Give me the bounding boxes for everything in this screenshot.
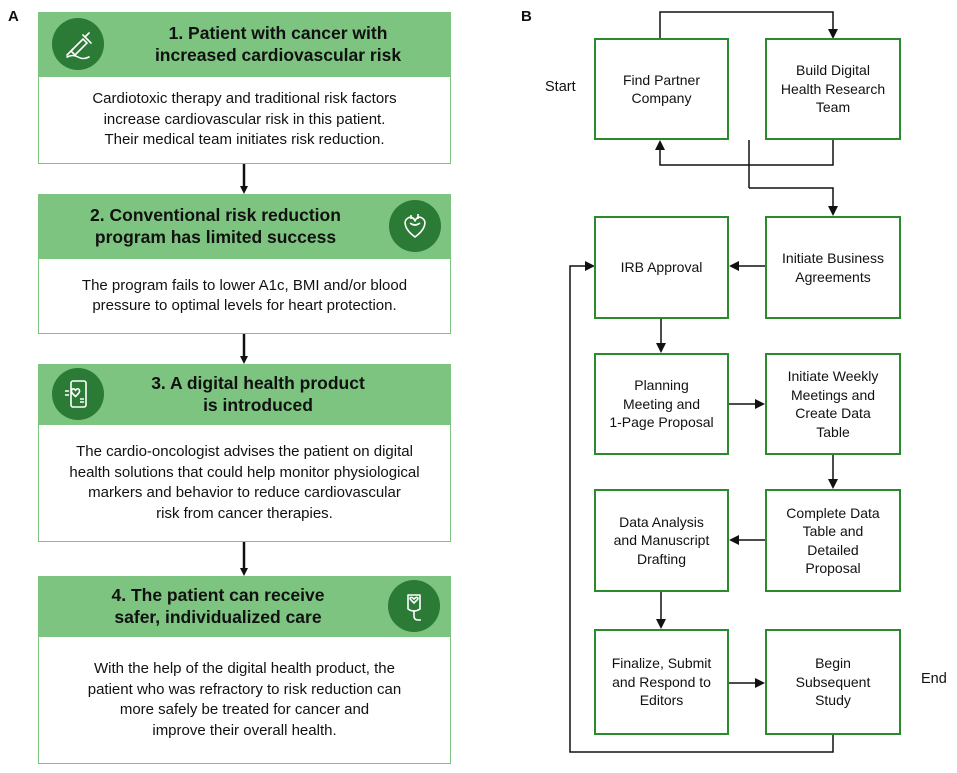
step-2-body: The program fails to lower A1c, BMI and/… [38,258,451,334]
connector-team [749,140,834,166]
arrow-to-find-partner [655,140,749,166]
box-business-label: Initiate Business Agreements [782,250,884,285]
box-subsequent-label: Begin Subsequent Study [795,655,871,709]
box-find-partner: Find Partner Company [594,38,729,140]
step-1-header: 1. Patient with cancer with increased ca… [38,12,451,76]
box-complete-label: Complete Data Table and Detailed Proposa… [786,504,880,577]
step-3-text: The cardio-oncologist advises the patien… [69,443,420,522]
box-business: Initiate Business Agreements [765,216,901,319]
box-irb: IRB Approval [594,216,729,319]
arrow-partner-to-team [659,11,838,39]
box-finalize: Finalize, Submit and Respond to Editors [594,629,729,735]
step-4-header: 4. The patient can receive safer, indivi… [38,576,451,636]
step-2-text: The program fails to lower A1c, BMI and/… [81,276,408,315]
step-4-body: With the help of the digital health prod… [38,636,451,764]
box-find-partner-label: Find Partner Company [622,71,701,107]
phone-heart-icon [52,368,104,420]
arrow-loop-back-to-irb [569,261,834,753]
box-irb-label: IRB Approval [620,259,703,276]
box-subsequent: Begin Subsequent Study [765,629,901,735]
syringe-icon [52,18,104,70]
panel-a-letter: A [8,8,19,25]
box-analysis-label: Data Analysis and Manuscript Drafting [613,513,710,567]
box-build-team-label: Build Digital Health Research Team [780,62,886,116]
box-finalize-label: Finalize, Submit and Respond to Editors [611,655,712,709]
box-weekly: Initiate Weekly Meetings and Create Data… [765,353,901,455]
step-3-body: The cardio-oncologist advises the patien… [38,424,451,542]
step-3-heading: 3. A digital health product is introduce… [151,373,365,415]
box-analysis: Data Analysis and Manuscript Drafting [594,489,729,592]
start-label: Start [545,79,576,95]
step-3-header: 3. A digital health product is introduce… [38,364,451,424]
step-1-heading: 1. Patient with cancer with increased ca… [154,23,402,65]
end-label: End [921,671,947,687]
box-planning-label: Planning Meeting and 1-Page Proposal [609,377,714,431]
step-2-header: 2. Conventional risk reduction program h… [38,194,451,258]
box-build-team: Build Digital Health Research Team [765,38,901,140]
box-complete: Complete Data Table and Detailed Proposa… [765,489,901,592]
step-4-text: With the help of the digital health prod… [87,660,402,739]
step-4-heading: 4. The patient can receive safer, indivi… [111,585,325,627]
panel-b-letter: B [521,8,532,25]
box-weekly-label: Initiate Weekly Meetings and Create Data… [787,368,879,440]
step-1-body: Cardiotoxic therapy and traditional risk… [38,76,451,164]
arrow-to-business [749,187,838,216]
step-2-heading: 2. Conventional risk reduction program h… [90,205,341,247]
step-1-text: Cardiotoxic therapy and traditional risk… [92,90,397,149]
box-planning: Planning Meeting and 1-Page Proposal [594,353,729,455]
iv-heart-icon [388,580,440,632]
heart-icon [389,200,441,252]
